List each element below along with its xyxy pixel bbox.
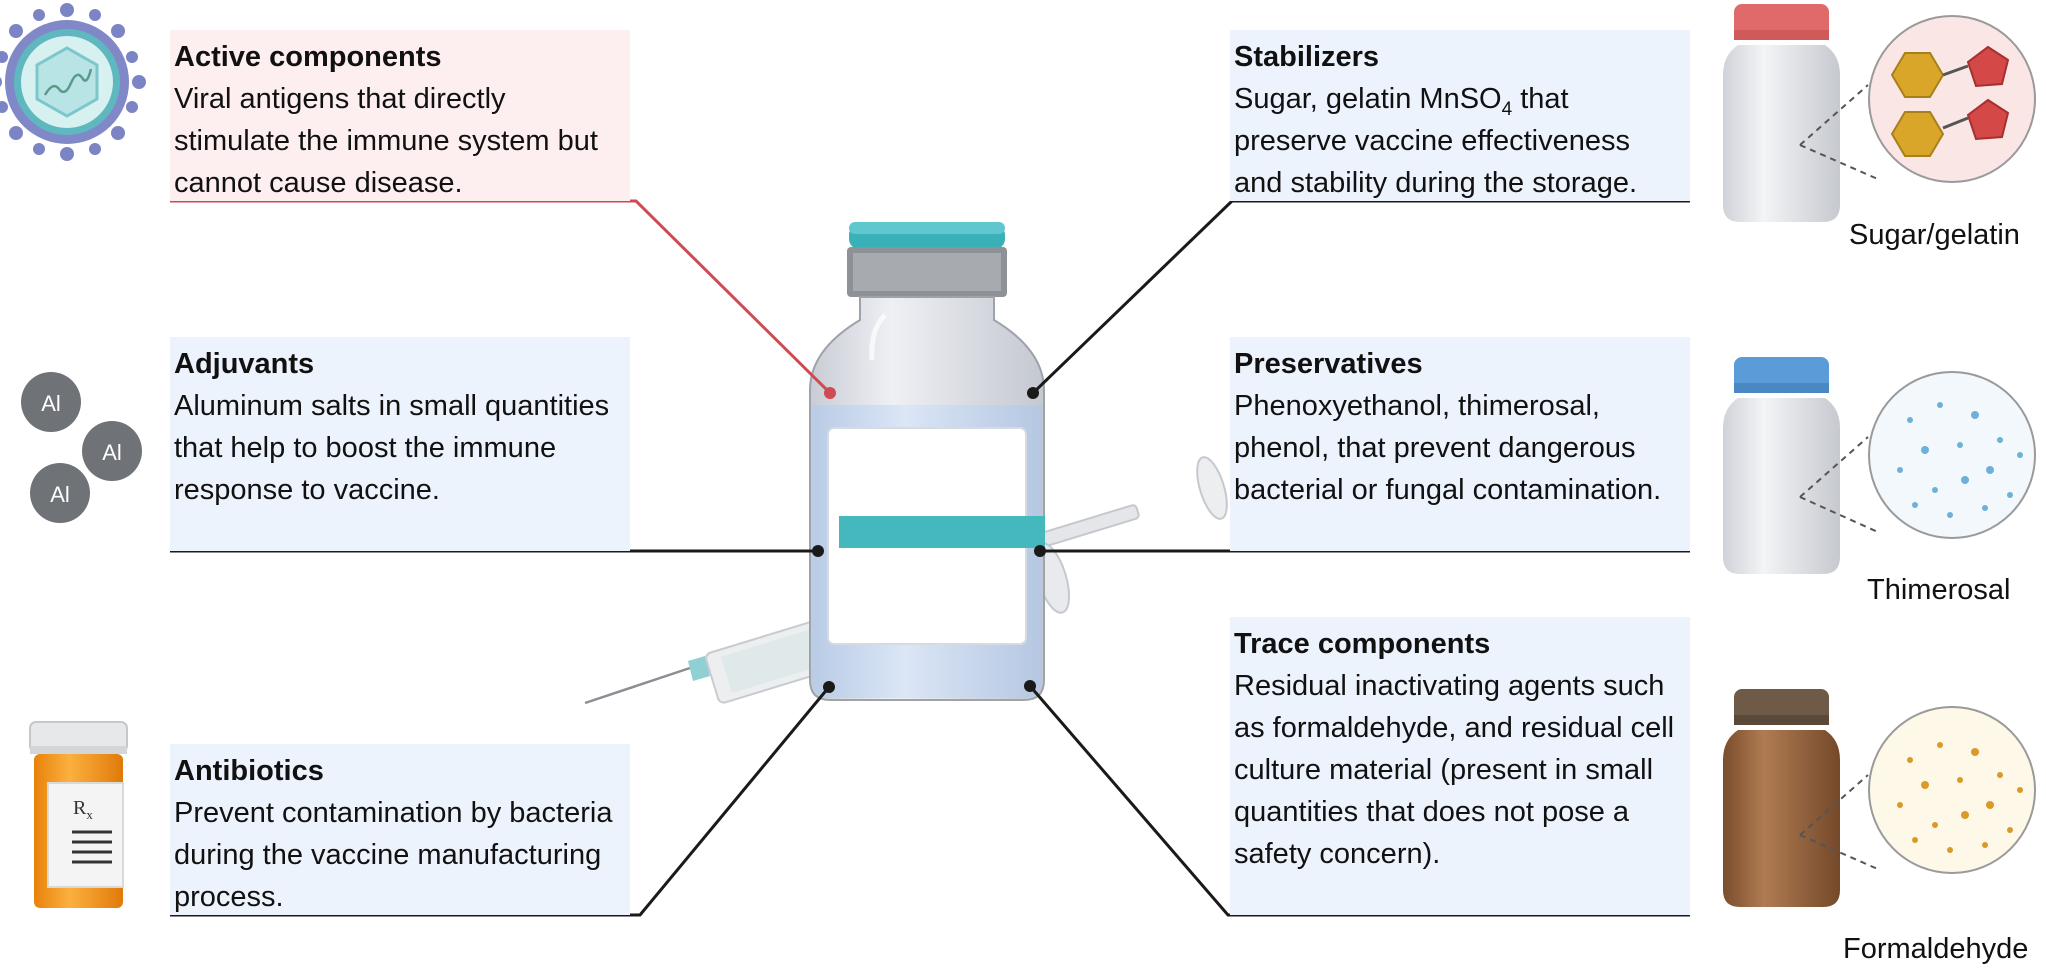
adjuvants-title: Adjuvants [174, 348, 315, 380]
leader-endpoints [812, 387, 1046, 693]
adjuvants-description: Aluminum salts in small quantities that … [174, 390, 610, 506]
preservatives-box: Preservatives Phenoxyethanol, thimerosal… [1230, 337, 1690, 551]
active-components-box: Active components Viral antigens that di… [170, 30, 630, 201]
rx-symbol: Rx [73, 797, 93, 822]
preservatives-title: Preservatives [1234, 348, 1423, 380]
active-components-description: Viral antigens that directly stimulate t… [174, 83, 598, 199]
stabilizers-title: Stabilizers [1234, 41, 1380, 73]
stabilizers-box: Stabilizers Sugar, gelatin MnSO4 that pr… [1230, 30, 1690, 201]
sugar-gelatin-bottle-icon [1723, 4, 1840, 222]
sugar-gelatin-caption: Sugar/gelatin [1849, 219, 2020, 251]
formaldehyde-caption: Formaldehyde [1843, 933, 2029, 965]
thimerosal-magnifier-icon [1799, 371, 2036, 539]
trace-components-title: Trace components [1234, 628, 1491, 660]
antibiotics-description: Prevent contamination by bacteria during… [174, 797, 613, 913]
aluminum-symbol-2: Al [102, 440, 122, 465]
trace-components-box: Trace components Residual inactivating a… [1230, 617, 1690, 915]
leader-lines [170, 199, 1690, 917]
sugar-gelatin-magnifier-icon [1799, 15, 2036, 183]
antibiotic-bottle-icon: Rx [29, 721, 128, 908]
aluminum-symbol-3: Al [50, 482, 70, 507]
antibiotics-box: Antibiotics Prevent contamination by bac… [170, 744, 630, 915]
antibiotics-leader-line [170, 686, 831, 917]
active-leader-line [170, 199, 832, 395]
thimerosal-bottle-icon [1723, 357, 1840, 574]
vaccine-vial-icon [809, 222, 1045, 701]
active-components-title: Active components [174, 41, 442, 73]
stabilizers-description: Sugar, gelatin MnSO4 that preserve vacci… [1234, 83, 1638, 199]
thimerosal-caption: Thimerosal [1867, 574, 2011, 606]
trace-leader-line [1028, 685, 1690, 917]
trace-components-description: Residual inactivating agents such as for… [1234, 670, 1675, 870]
aluminum-symbol-1: Al [41, 391, 61, 416]
formaldehyde-bottle-icon [1723, 689, 1840, 907]
stabilizers-leader-line [1031, 199, 1690, 395]
aluminum-salt-icon: Al Al Al [21, 372, 142, 523]
formaldehyde-magnifier-icon [1799, 706, 2036, 874]
preservatives-description: Phenoxyethanol, thimerosal, phenol, that… [1234, 390, 1662, 506]
antibiotics-title: Antibiotics [174, 755, 324, 787]
virus-icon [0, 3, 146, 161]
adjuvants-box: Adjuvants Aluminum salts in small quanti… [170, 337, 630, 551]
